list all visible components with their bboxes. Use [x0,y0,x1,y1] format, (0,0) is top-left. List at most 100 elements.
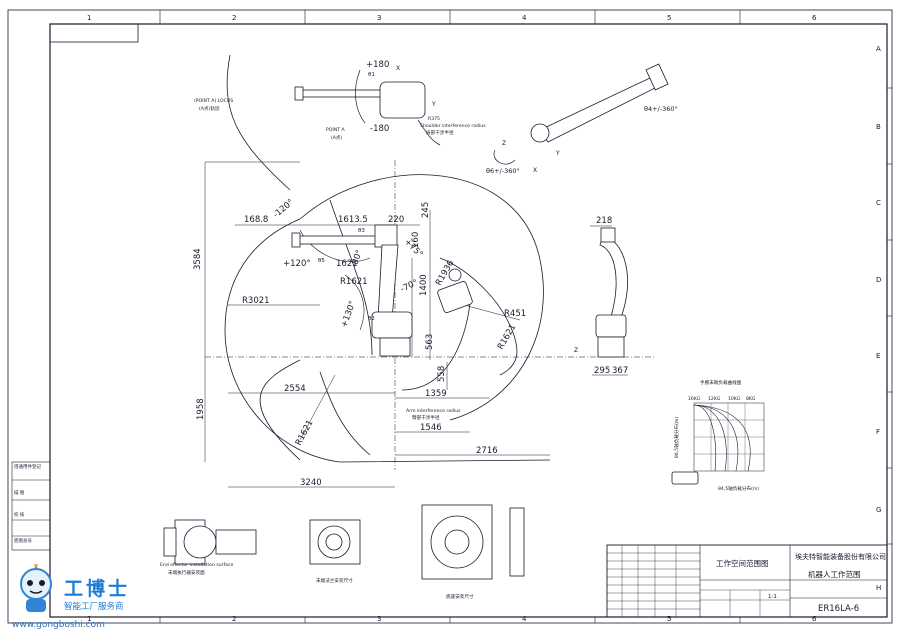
wrist-shaft [539,77,656,143]
inner-frame [49,23,888,618]
angle-m70: -70° [399,278,420,295]
load-10kg: 10KG [728,396,741,402]
axis-z: Z [502,140,506,147]
wrist-detail-disc [183,525,217,559]
point-locus-sub: (A点)轨迹 [199,105,220,112]
watermark-title: 工博士 [64,578,131,600]
title-block: 工作空间范围图 埃夫特智能装备股份有限公司 机器人工作范围 ER16LA-6 1… [606,544,888,618]
col-label: 1 [87,615,91,623]
col-label: 6 [812,14,817,22]
r375-label: R375 [428,116,440,122]
arm-interference-label: Arm interference radius [406,408,461,414]
shoulder-label: Shoulder interference radius [420,123,486,129]
dim-220: 220 [388,215,404,225]
point-locus-label: (POINT A) LOCUS [194,98,233,104]
wrist-end [645,63,669,91]
top-flange [294,86,304,101]
flange-detail-inner [325,533,343,551]
angle-m80: -80° [349,249,365,269]
dim-1546: 1546 [420,423,442,433]
top-rotation-arc [355,69,366,124]
front-arm [599,235,628,321]
corner-box [49,23,139,43]
dim-r451: R451 [504,309,526,319]
end-effector-label: End effector installation surface [160,562,233,568]
col-label: 6 [812,615,817,623]
robot-front-view [595,227,628,358]
shoulder-cn-label: 肩部干涉半径 [426,129,454,136]
dim-218: 218 [596,216,612,226]
wrist-detail-arm [215,529,257,555]
dim-1359: 1359 [425,389,447,399]
dim-1688: 168.8 [244,215,268,225]
dim-1958: 1958 [196,398,206,420]
row-labels: A B C D E F G H [876,45,881,592]
column-markers-top [159,10,741,24]
axis-z2: Z [574,347,578,354]
row-label: C [876,199,881,207]
dim-1613: 1613.5 [338,215,368,225]
row-label: B [876,123,881,131]
row-label: H [876,584,881,592]
angle-m120: -120° [272,198,296,221]
annotations: (POINT A) LOCUS (A点)轨迹 POINT A (A点) R375… [160,98,759,600]
dim-2554: 2554 [284,384,306,394]
dimension-labels: 245 220 1613.5 168.8 160 3584 1400 R1936… [193,202,628,488]
robot-wrist-alt [448,268,462,282]
load-y-label: θ6,5轴负载分布(m) [673,417,680,458]
watermark-subtitle: 智能工厂服务商 [64,602,124,612]
drawing-scale: 1:1 [768,594,777,600]
strip-label: 校 核 [14,511,25,518]
wrist-flange [530,123,550,143]
robot-alt-pose [437,281,473,313]
wrist-detail-flange [163,527,177,557]
robot-mascot-icon [20,564,52,612]
column-markers-bottom [159,617,741,623]
column-labels-top: 1 2 3 4 5 6 [87,14,817,22]
top-body [379,81,426,119]
arm-interference-cn: 臂部干涉半径 [412,414,440,421]
drawing-name: 工作空间范围图 [716,558,769,568]
angle-p130: +130° [339,300,358,329]
dim-1400: 1400 [419,274,429,296]
col-label: 3 [377,14,381,22]
end-effector-cn: 末端执行器安装面 [168,569,205,576]
row-markers [887,87,892,545]
point-a-label: POINT A [326,127,345,133]
col-label: 4 [522,615,527,623]
robot-forearm [294,235,381,245]
angle-p180: +180 [366,60,389,70]
row-label: A [876,45,881,53]
dim-295: 295 [594,366,610,376]
load-16kg: 16KG [688,396,701,402]
base-detail-bore [444,529,470,555]
company-name: 埃夫特智能装备股份有限公司 [795,552,886,561]
col-label: 2 [232,14,236,22]
row-label: G [876,506,881,514]
flange-detail-view [309,519,361,565]
joint4-range: θ4+/-360° [644,105,678,113]
base-detail-view [421,504,525,580]
drawing-title: 机器人工作范围 [808,569,861,579]
axis-x2: X [533,167,537,174]
col-label: 4 [522,14,527,22]
strip-label: 底图总号 [14,537,32,544]
base-detail-side [509,507,525,577]
row-label: F [876,428,880,436]
shoulder-radius-leader [417,119,441,146]
angle-p75: +75° [402,237,425,260]
wrist-isometric [493,63,669,165]
dimension-lines [204,160,655,488]
dim-1621: 1621 [336,259,358,269]
dim-r1621c: R1621 [294,418,316,447]
joint3-label: θ3 [358,228,365,234]
col-label: 2 [232,615,236,623]
wrist-mount-label: 末端法兰安装尺寸 [316,577,353,584]
row-label: D [876,276,881,284]
robot-side-view [291,224,473,357]
workspace-envelope [224,54,551,463]
robot-base [379,337,411,357]
column-labels-bottom: 1 2 3 4 5 6 [87,615,817,623]
load-12kg: 12KG [708,396,721,402]
